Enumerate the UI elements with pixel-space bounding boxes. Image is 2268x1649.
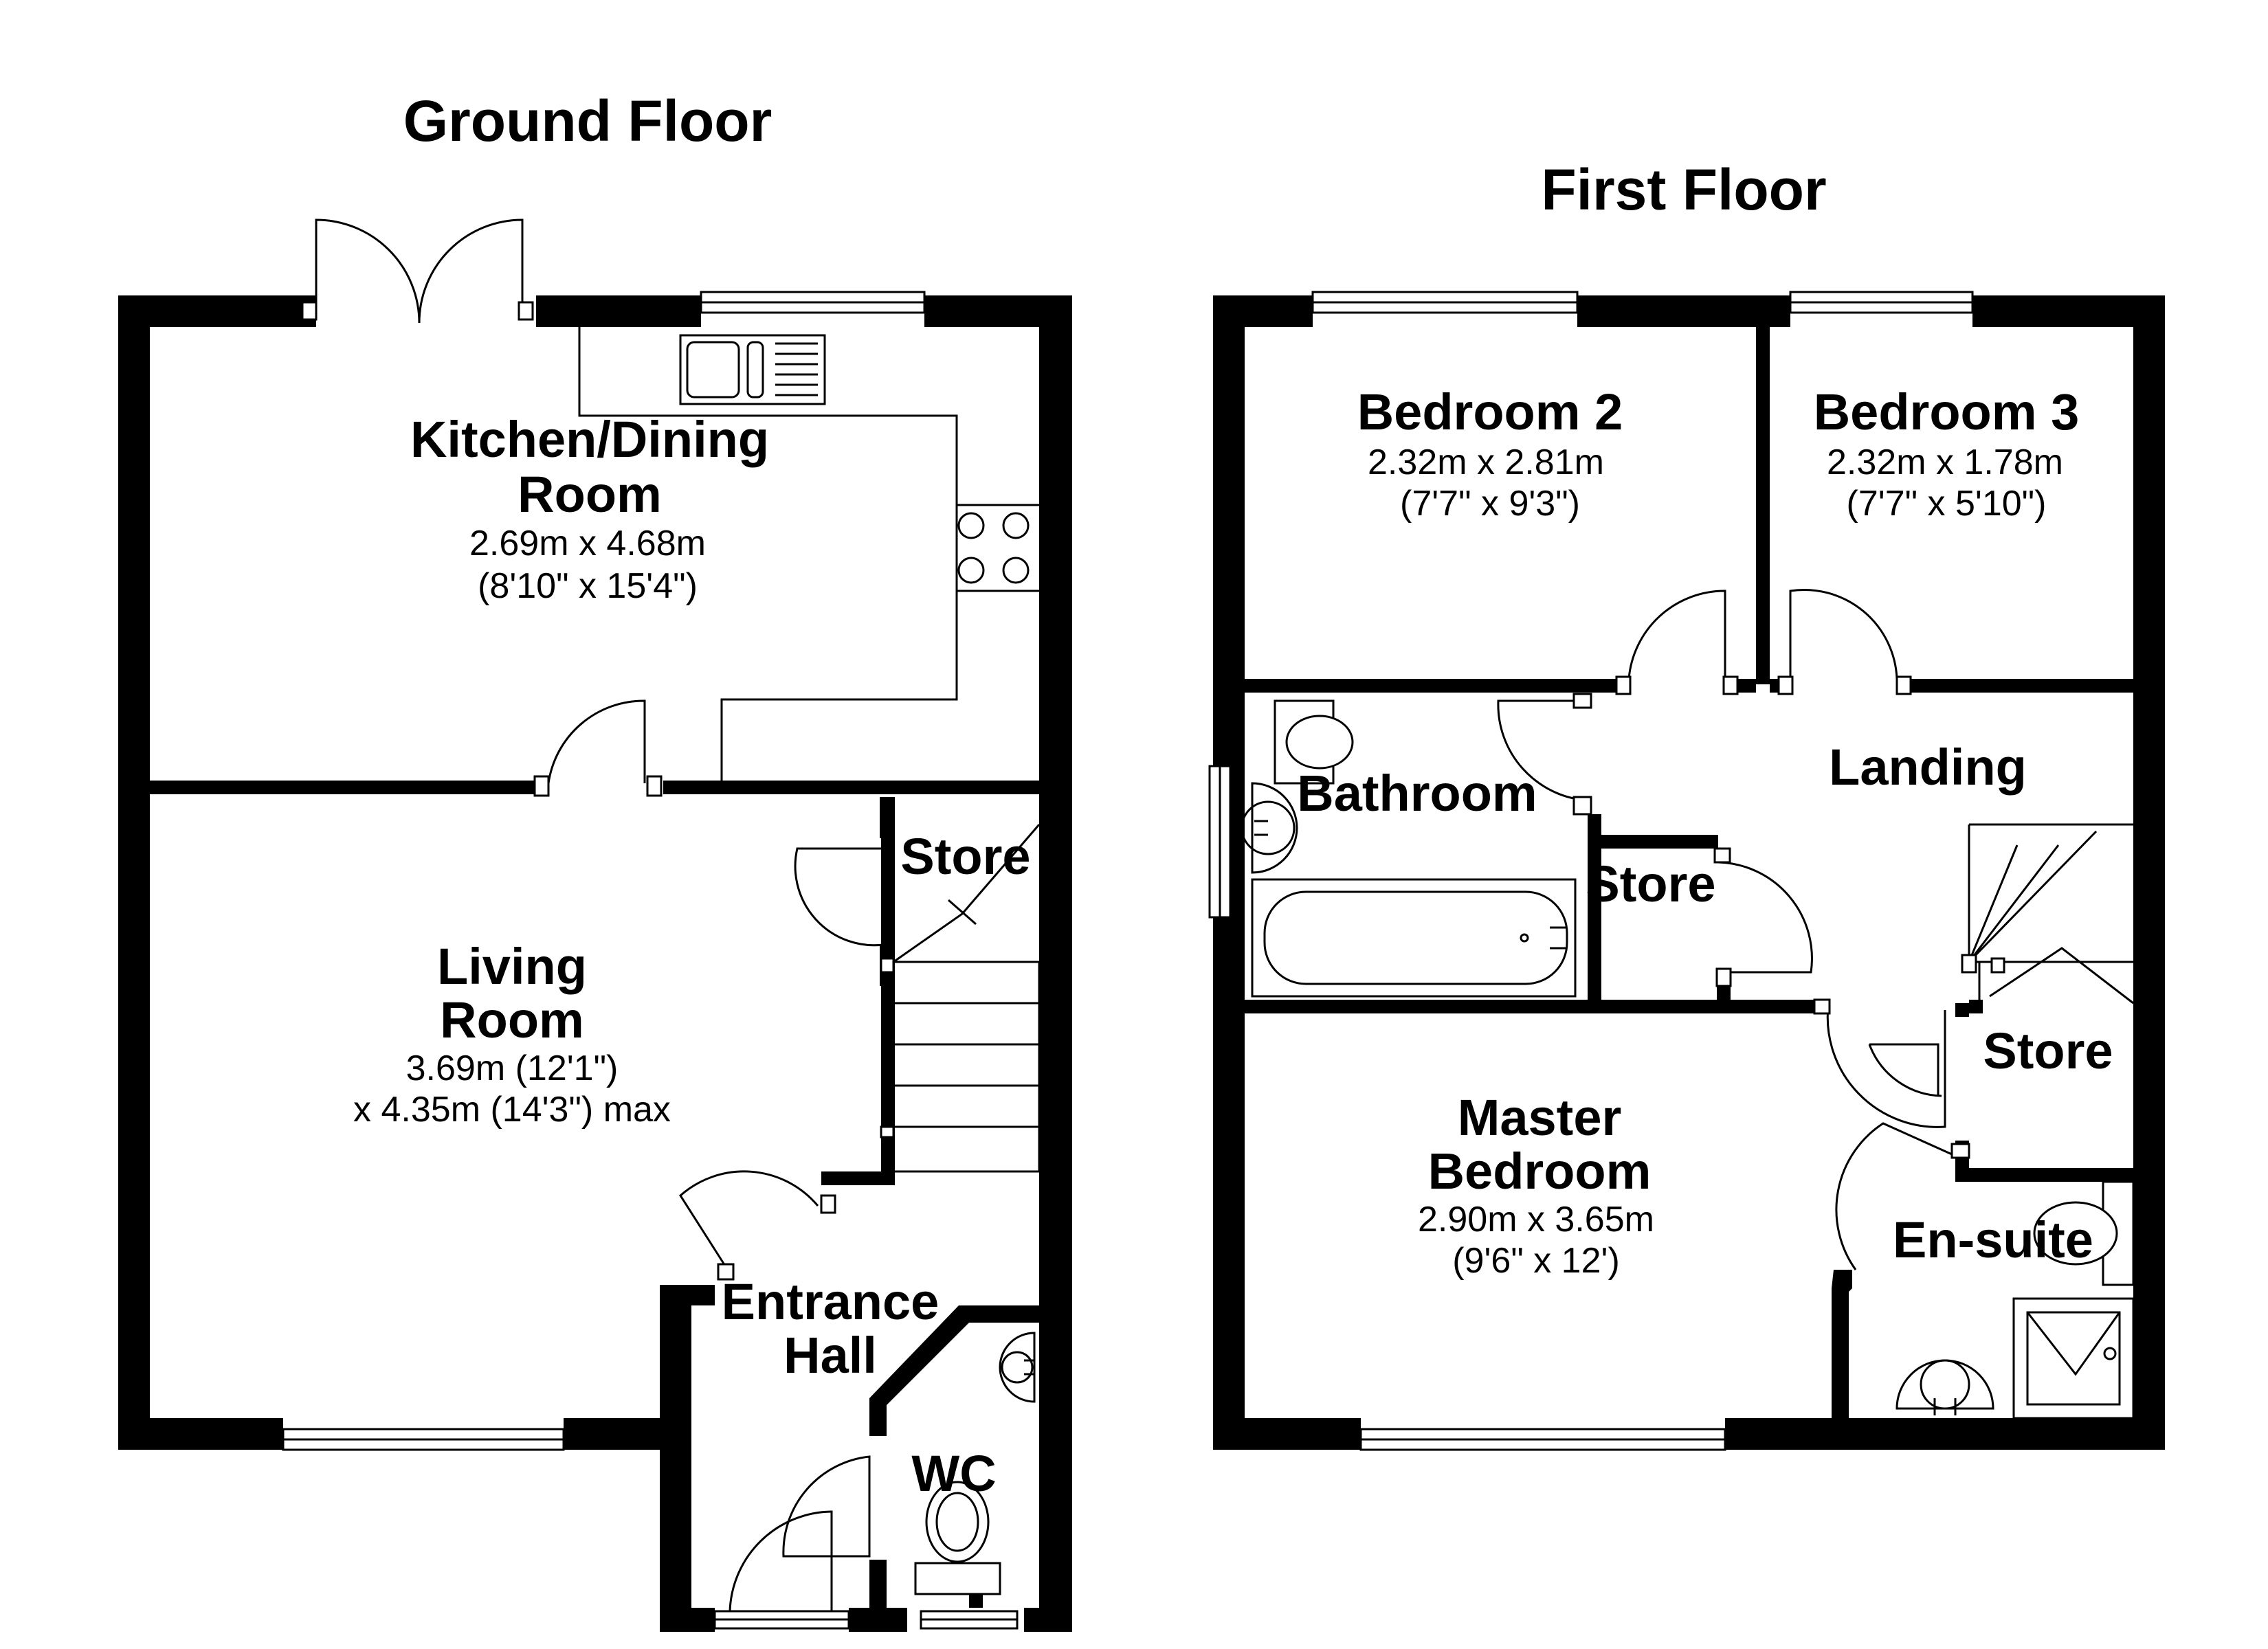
master-dim-metric: 2.90m x 3.65m	[1418, 1200, 1654, 1239]
master-label-line1: Master	[1458, 1089, 1622, 1146]
first-floor: First Floor	[1208, 157, 2165, 1451]
french-doors	[301, 218, 534, 324]
wc-label: WC	[911, 1445, 996, 1502]
living-label-line1: Living	[437, 938, 587, 995]
first-store-label: Store	[1586, 855, 1715, 912]
sink-icon	[679, 334, 826, 405]
ground-floor-walls	[118, 295, 1072, 1632]
hall-living-door	[679, 1170, 836, 1281]
living-label-line2: Room	[440, 991, 584, 1048]
ensuite-door	[1835, 1122, 1970, 1270]
bedroom2-dim-imperial: (7'7" x 9'3")	[1400, 484, 1580, 524]
bathroom-door	[1497, 693, 1592, 816]
ground-stairs	[880, 824, 1041, 1173]
master-label-line2: Bedroom	[1428, 1143, 1652, 1200]
bedroom3-door	[1777, 589, 1912, 695]
master-door	[1813, 998, 1946, 1128]
bedroom2-label: Bedroom 2	[1357, 383, 1623, 440]
toilet-icon	[914, 1481, 1001, 1595]
living-dim-line2: x 4.35m (14'3") max	[353, 1090, 671, 1130]
hall-label-line2: Hall	[783, 1327, 877, 1384]
bathroom-label: Bathroom	[1297, 765, 1537, 822]
bathroom-toilet-icon	[1274, 699, 1354, 785]
hall-label-line1: Entrance	[722, 1273, 940, 1330]
bedroom2-door	[1615, 590, 1739, 695]
ground-store-door	[794, 847, 885, 947]
bath-icon	[1251, 878, 1577, 998]
ensuite-basin-icon	[1895, 1359, 1994, 1415]
kitchen-door	[533, 699, 663, 797]
front-door	[713, 1510, 850, 1630]
kitchen-dim-imperial: (8'10" x 15'4")	[478, 566, 698, 606]
ensuite-label: En-suite	[1893, 1211, 2093, 1268]
bathroom-basin-icon	[1241, 782, 1298, 874]
kitchen-label-line1: Kitchen/Dining	[410, 411, 769, 468]
first-floor-walls	[1213, 295, 2165, 1450]
wc-basin-icon	[999, 1332, 1036, 1403]
bedroom3-dim-metric: 2.32m x 1.78m	[1827, 442, 2063, 482]
ensuite-toilet-icon	[2033, 1180, 2135, 1286]
ground-floor-title: Ground Floor	[403, 89, 772, 153]
kitchen-worktop	[578, 327, 1039, 781]
first-floor-title: First Floor	[1541, 157, 1826, 222]
ground-floor: Ground Floor	[118, 89, 1072, 1632]
wc-door	[782, 1455, 871, 1558]
first-store-right-door	[1868, 1043, 1942, 1097]
living-dim-line1: 3.69m (12'1")	[406, 1048, 619, 1088]
first-store-door	[1713, 847, 1813, 987]
bedroom3-dim-imperial: (7'7" x 5'10")	[1847, 484, 2047, 524]
kitchen-label-line2: Room	[518, 466, 662, 523]
bedroom3-label: Bedroom 3	[1814, 383, 2080, 440]
ground-store-label: Store	[900, 828, 1030, 885]
first-store-right-label: Store	[1983, 1022, 2113, 1079]
landing-label: Landing	[1829, 739, 2027, 796]
hob-icon	[957, 512, 1030, 584]
kitchen-dim-metric: 2.69m x 4.68m	[469, 524, 706, 563]
master-dim-imperial: (9'6" x 12')	[1452, 1241, 1620, 1281]
shower-icon	[2012, 1297, 2135, 1420]
first-stairs	[1961, 823, 2134, 1005]
bedroom2-dim-metric: 2.32m x 2.81m	[1368, 442, 1604, 482]
